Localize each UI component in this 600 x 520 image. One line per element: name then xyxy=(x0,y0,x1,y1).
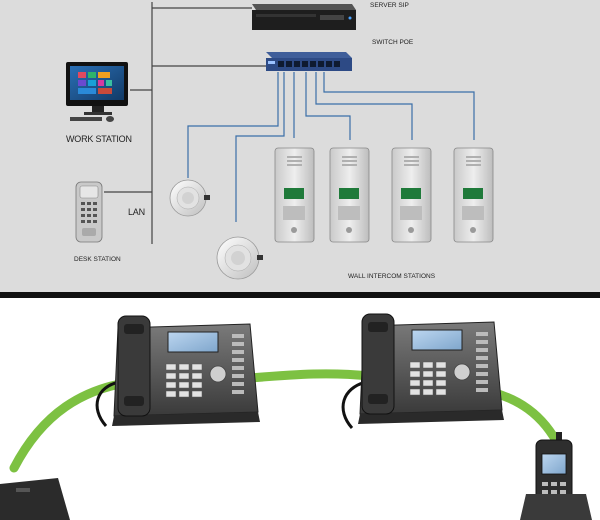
lan-label: LAN xyxy=(128,207,145,217)
wall-intercom-station-1 xyxy=(274,147,315,243)
server-sip-device xyxy=(252,4,356,30)
ceiling-speaker-1 xyxy=(169,179,210,217)
cordless-handset xyxy=(520,432,592,520)
wall-intercom-stations-label: WALL INTERCOM STATIONS xyxy=(348,273,436,280)
panel-divider xyxy=(0,292,600,298)
ceiling-speaker-2 xyxy=(216,236,263,280)
work-station-device xyxy=(66,62,128,122)
wall-intercom-station-3 xyxy=(391,147,432,243)
topology-artwork xyxy=(66,2,494,280)
switch-poe-label: SWITCH POE xyxy=(372,39,414,46)
wall-intercom-station-4 xyxy=(453,147,494,243)
wall-intercom-station-2 xyxy=(329,147,370,243)
phone-system-artwork xyxy=(0,313,592,520)
switch-poe-device xyxy=(266,52,352,71)
lan-trunk-line xyxy=(104,2,268,244)
multiline-desk-phone-2 xyxy=(341,313,504,429)
ip-intercom-topology-panel xyxy=(0,0,600,292)
poe-cabling xyxy=(187,72,475,222)
green-network-link xyxy=(9,369,565,473)
multiline-desk-phone-1 xyxy=(95,315,260,427)
work-station-label: WORK STATION xyxy=(66,134,132,144)
desk-station-device xyxy=(75,181,103,243)
base-unit-bottom-left xyxy=(0,478,70,520)
server-sip-label: SERVER SIP xyxy=(370,2,409,9)
desk-station-label: DESK STATION xyxy=(74,256,121,263)
